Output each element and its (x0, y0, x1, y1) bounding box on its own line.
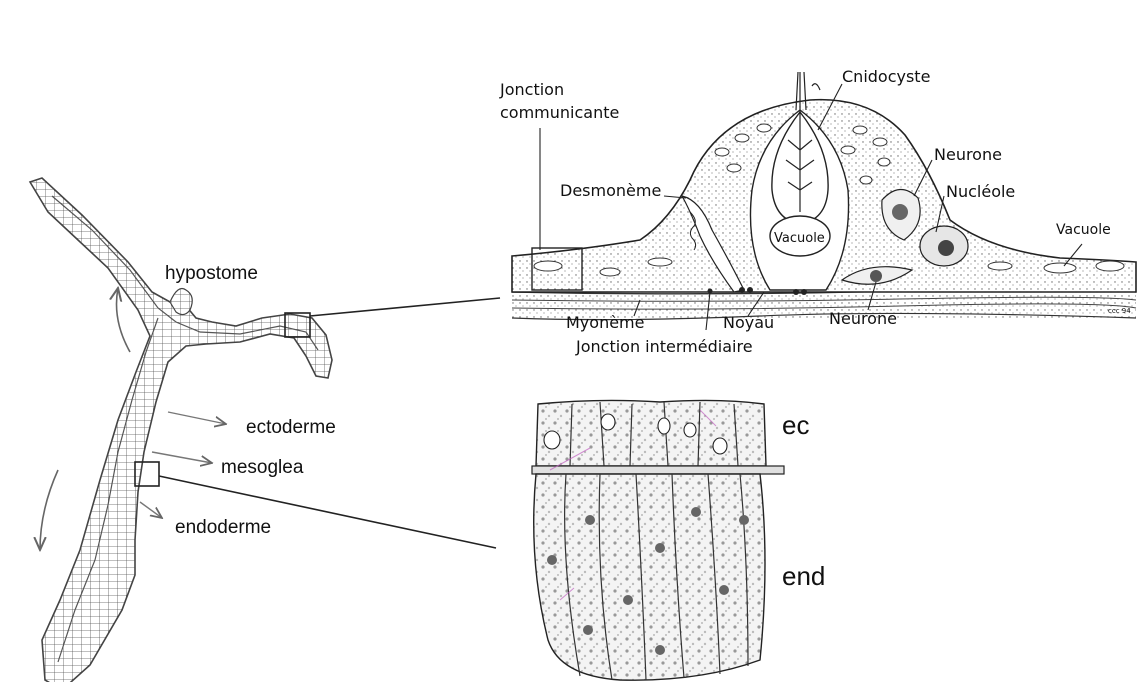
label-jonction-2: communicante (500, 103, 619, 122)
label-noyau: Noyau (723, 313, 774, 332)
label-cnidocyste: Cnidocyste (842, 67, 930, 86)
label-vacuole-inner: Vacuole (774, 231, 825, 246)
label-credit: ccc 94 (1108, 307, 1131, 315)
tissue-section (532, 400, 784, 680)
curved-arrow-up (117, 288, 131, 352)
label-end: end (782, 561, 825, 591)
pointer-ectoderme (168, 412, 226, 424)
label-endoderme: endoderme (175, 517, 271, 538)
pointer-endoderme (140, 502, 162, 518)
label-jonction-intermediaire: Jonction intermédiaire (575, 337, 753, 356)
label-desmoneme: Desmonème (560, 181, 661, 200)
label-mesoglea: mesoglea (221, 457, 304, 478)
label-ec: ec (782, 410, 809, 440)
label-neurone-top: Neurone (934, 145, 1002, 164)
label-neurone-bottom: Neurone (829, 309, 897, 328)
endoderm-layer (534, 474, 765, 680)
label-ectoderme: ectoderme (246, 417, 336, 438)
label-hypostome: hypostome (165, 263, 258, 284)
curved-arrow-down (40, 470, 58, 550)
label-vacuole-right: Vacuole (1056, 222, 1111, 238)
label-jonction-1: Jonction (499, 80, 564, 99)
mesoglea-band (532, 466, 784, 474)
label-nucleole: Nucléole (946, 182, 1015, 201)
zoom-line-top (310, 298, 500, 316)
pointer-mesoglea (152, 452, 212, 463)
label-myoneme: Myonème (566, 313, 644, 332)
